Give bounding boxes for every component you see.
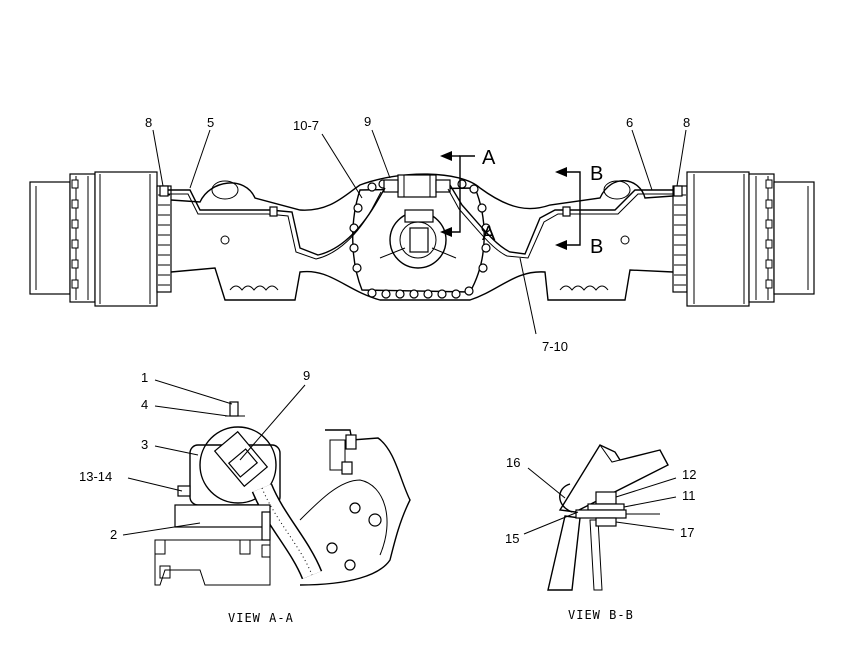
callout-16: 16 [506,455,520,470]
view-a-a: 1 4 3 13-14 2 9 VIEW A-A [79,368,411,625]
section-mark-b-upper: B [590,163,603,185]
section-mark-a-lower: A [482,223,496,245]
right-wheel-hub [672,171,815,307]
callout-15: 15 [505,531,519,546]
view-b-b: 16 15 12 11 17 VIEW B-B [505,444,696,622]
top-callouts: 8 5 10-7 9 6 8 7-10 [145,114,690,354]
callout-7-10: 7-10 [542,339,568,354]
section-marker-a: A A [440,147,496,245]
section-mark-b-lower: B [590,236,603,258]
callout-2: 2 [110,527,117,542]
callout-9-top: 9 [364,114,371,129]
callout-4: 4 [141,397,148,412]
callout-1: 1 [141,370,148,385]
caption-view-a-a: VIEW A-A [228,611,294,625]
callout-8-right: 8 [683,115,690,130]
callout-11: 11 [682,488,696,503]
brake-lines [159,184,683,260]
axle-housing [170,173,674,301]
left-wheel-hub [29,171,172,307]
axle-assembly: A A B B 8 5 10-7 9 6 8 7-10 [29,114,815,354]
caption-view-b-b: VIEW B-B [568,608,634,622]
callout-9-view-a: 9 [303,368,310,383]
callout-10-7: 10-7 [293,118,319,133]
callout-3: 3 [141,437,148,452]
callout-13-14: 13-14 [79,469,112,484]
differential-carrier [349,174,491,299]
callout-5: 5 [207,115,214,130]
callout-17: 17 [680,525,694,540]
section-marker-b: B B [555,163,603,258]
section-mark-a-upper: A [482,147,496,169]
callout-12: 12 [682,467,696,482]
callout-8-left: 8 [145,115,152,130]
callout-6: 6 [626,115,633,130]
